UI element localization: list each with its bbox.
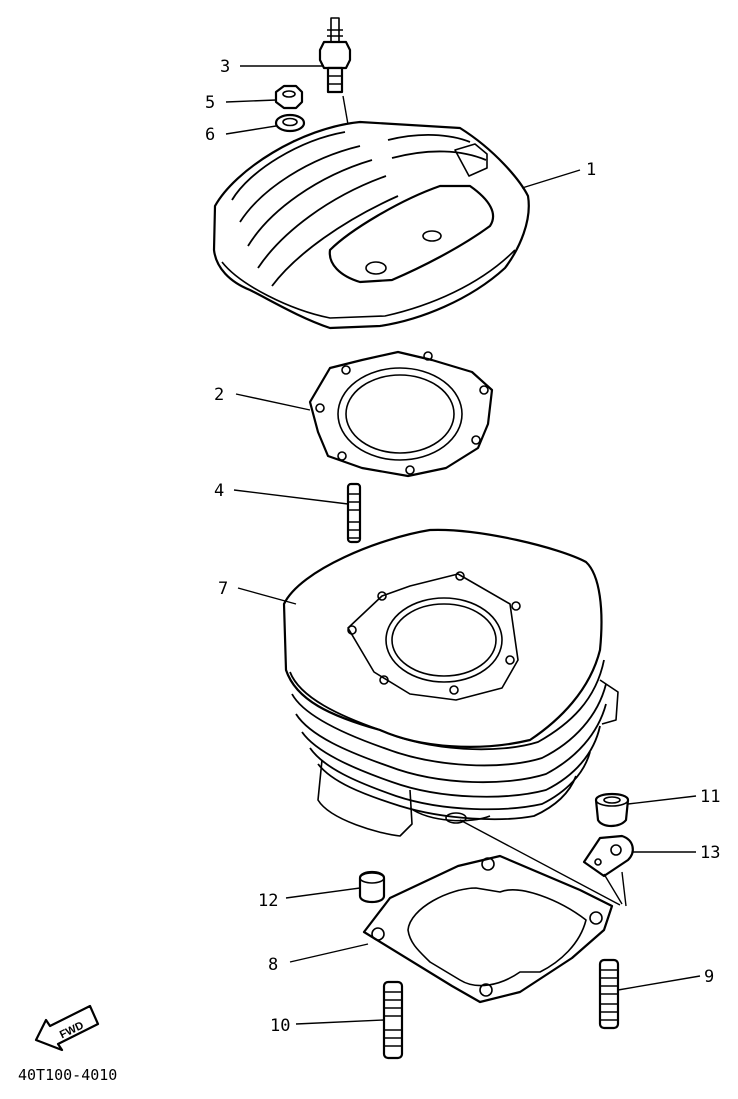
- leader-lines: [225, 65, 701, 1025]
- callout-6: 6: [205, 125, 215, 145]
- part-5-nut: [274, 84, 304, 110]
- callout-3: 3: [220, 57, 230, 77]
- callout-1: 1: [586, 160, 596, 180]
- callout-11: 11: [700, 787, 720, 807]
- part-10-stud: [382, 980, 404, 1060]
- forward-arrow-icon: FWD: [34, 1004, 100, 1052]
- callout-13: 13: [700, 843, 720, 863]
- callout-9: 9: [704, 967, 714, 987]
- callout-10: 10: [270, 1016, 290, 1036]
- part-9-stud: [598, 958, 620, 1030]
- part-7-cylinder: [282, 528, 621, 906]
- part-4-stud: [346, 482, 362, 544]
- callout-numbers: 3 5 6 1 2 4 7 11 13 12 8 9 10: [205, 57, 720, 1036]
- callout-5: 5: [205, 93, 215, 113]
- part-1-cylinder-head: [212, 120, 530, 330]
- diagram-code: 40T100-4010: [18, 1066, 117, 1084]
- callout-7: 7: [218, 579, 228, 599]
- callout-8: 8: [268, 955, 278, 975]
- part-2-head-gasket: [308, 350, 494, 478]
- callout-4: 4: [214, 481, 224, 501]
- part-11-collar: [594, 792, 630, 828]
- part-13-bracket: [582, 834, 634, 907]
- callout-2: 2: [214, 385, 224, 405]
- part-8-base-gasket: [362, 854, 614, 1004]
- part-12-dowel-pin: [358, 870, 386, 904]
- callout-12: 12: [258, 891, 278, 911]
